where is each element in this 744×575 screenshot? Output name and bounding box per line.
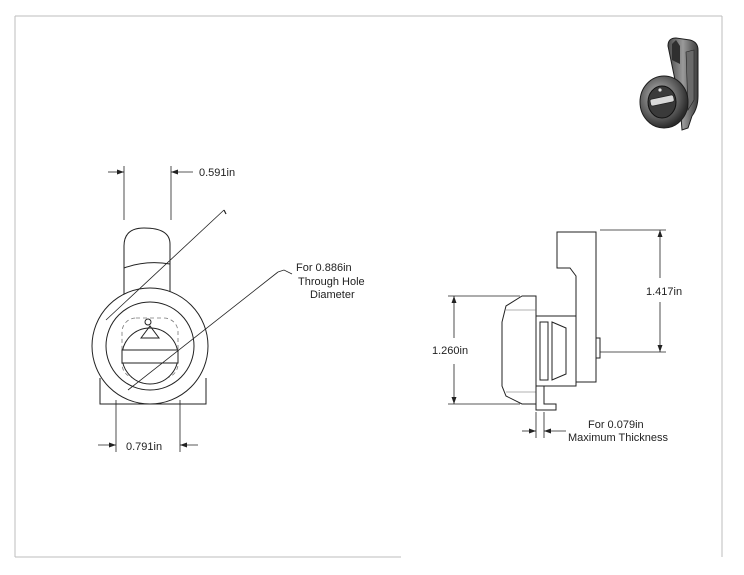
side-view xyxy=(501,231,601,411)
hole-note-line-2: Through Hole xyxy=(298,276,365,288)
sheet-border xyxy=(14,15,723,558)
dim-body-height: 1.260in xyxy=(432,345,468,357)
key-slot xyxy=(121,349,179,364)
front-dimensions xyxy=(98,166,293,452)
side-bezel xyxy=(501,295,537,405)
index-dot xyxy=(144,318,152,326)
side-body xyxy=(535,315,577,387)
bezel-inner xyxy=(105,301,195,391)
hole-note-line-3: Diameter xyxy=(310,289,355,301)
cam-tongue xyxy=(123,227,171,301)
thickness-note-line-1: For 0.079in xyxy=(588,419,644,431)
dim-top-width: 0.591in xyxy=(199,167,235,179)
hidden-hole-outline xyxy=(121,317,179,379)
triangle-marker xyxy=(140,325,160,339)
side-panel-clip xyxy=(535,386,557,411)
hole-note-line-1: For 0.886in xyxy=(296,262,352,274)
dim-cam-height: 1.417in xyxy=(646,286,682,298)
dim-bottom-width: 0.791in xyxy=(126,441,162,453)
thickness-note-line-2: Maximum Thickness xyxy=(568,432,669,444)
side-dimensions xyxy=(448,229,666,438)
front-view xyxy=(91,227,209,405)
lock-3d-thumbnail xyxy=(639,37,699,131)
